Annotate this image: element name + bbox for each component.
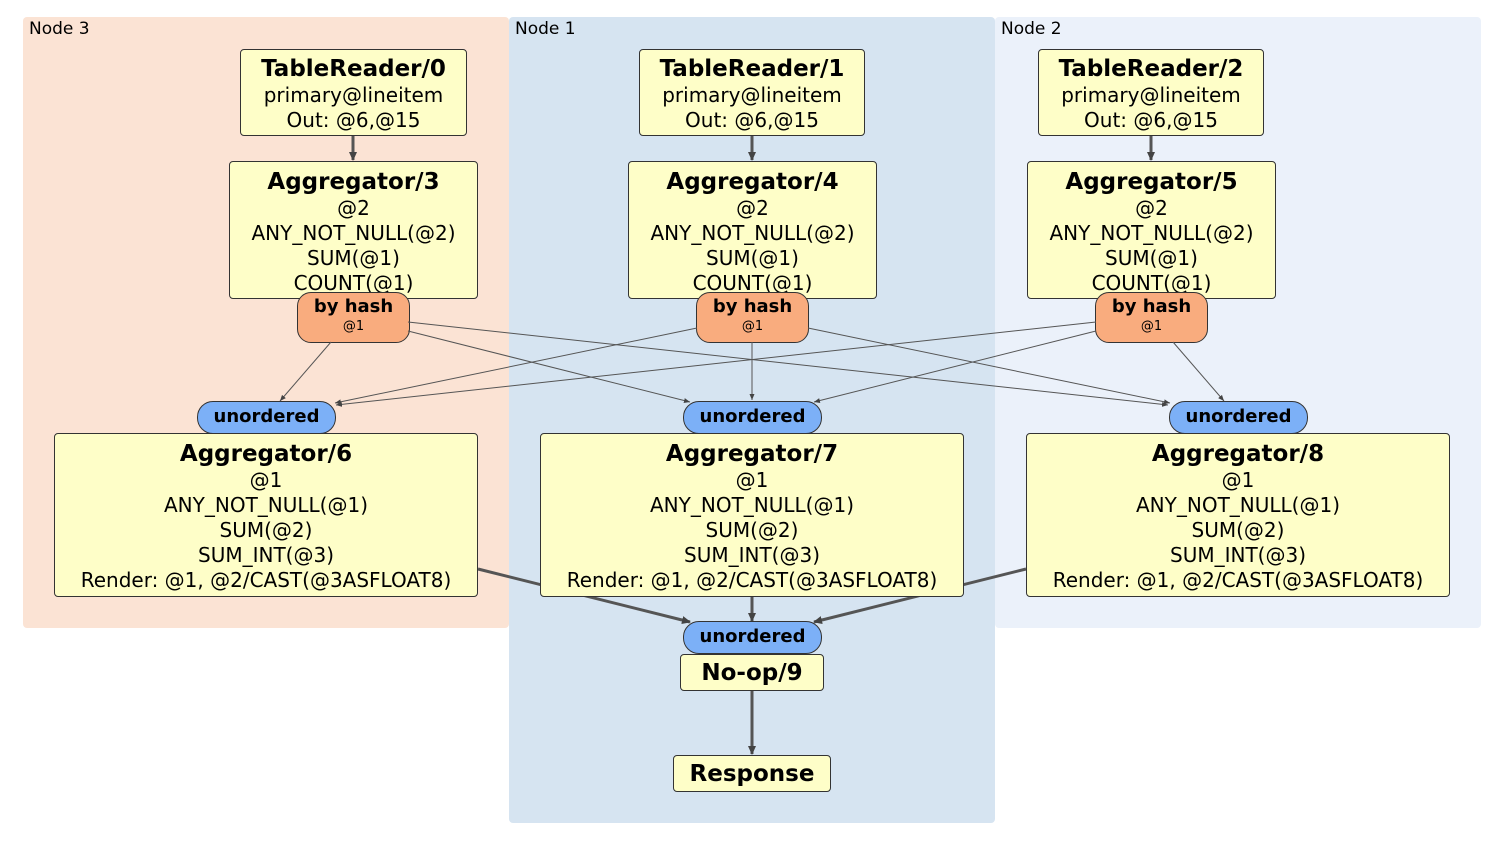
edge-r5-s8 [1172,341,1225,402]
router-hash-3-column: @1 [342,319,365,334]
aggregator-4-title: Aggregator/4 [666,169,839,195]
noop-9: No-op/9 [680,654,824,691]
aggregator-7-line: SUM_INT(@3) [684,543,820,567]
tablereader-2-title: TableReader/2 [1058,56,1244,82]
tablereader-2-line: primary@lineitem [1061,83,1241,107]
aggregator-6-line: Render: @1, @2/CAST(@3ASFLOAT8) [80,568,452,592]
node1-label: Node 1 [515,19,576,39]
tablereader-0-line: primary@lineitem [263,83,444,107]
response: Response [673,755,831,792]
sync-unordered-7: unordered [683,401,822,434]
router-hash-3: by hash @1 [297,292,410,343]
aggregator-7-line: @1 [735,468,769,492]
aggregator-7-line: ANY_NOT_NULL(@1) [650,493,854,517]
aggregator-4: Aggregator/4 @2 ANY_NOT_NULL(@2) SUM(@1)… [628,161,877,299]
router-hash-5-title: by hash [1111,296,1192,317]
aggregator-8-line: SUM_INT(@3) [1170,543,1306,567]
aggregator-7-line: SUM(@2) [705,518,799,542]
tablereader-2-line: Out: @6,@15 [1084,108,1218,132]
sync-unordered-6: unordered [197,401,336,434]
tablereader-1-line: Out: @6,@15 [685,108,819,132]
aggregator-5-line: @2 [1135,196,1168,220]
aggregator-6: Aggregator/6 @1 ANY_NOT_NULL(@1) SUM(@2)… [54,433,478,597]
tablereader-0-line: Out: @6,@15 [286,108,421,132]
aggregator-8-line: SUM(@2) [1191,518,1285,542]
aggregator-7-title: Aggregator/7 [665,441,839,467]
aggregator-7: Aggregator/7 @1 ANY_NOT_NULL(@1) SUM(@2)… [540,433,964,597]
tablereader-2: TableReader/2 primary@lineitem Out: @6,@… [1038,49,1264,136]
aggregator-3-line: ANY_NOT_NULL(@2) [251,221,456,245]
tablereader-1: TableReader/1 primary@lineitem Out: @6,@… [639,49,865,136]
node2-label: Node 2 [1001,19,1062,39]
aggregator-5-title: Aggregator/5 [1065,169,1238,195]
aggregator-5-line: ANY_NOT_NULL(@2) [1049,221,1254,245]
aggregator-4-line: @2 [736,196,769,220]
aggregator-8-title: Aggregator/8 [1151,441,1325,467]
aggregator-8: Aggregator/8 @1 ANY_NOT_NULL(@1) SUM(@2)… [1026,433,1450,597]
aggregator-6-title: Aggregator/6 [179,441,353,467]
aggregator-5-line: SUM(@1) [1105,246,1198,270]
edge-r3-s6 [279,341,332,402]
aggregator-8-line: Render: @1, @2/CAST(@3ASFLOAT8) [1052,568,1424,592]
edge-r4-s6 [334,327,698,405]
tablereader-0: TableReader/0 primary@lineitem Out: @6,@… [240,49,467,136]
aggregator-3-line: COUNT(@1) [293,271,414,295]
edge-r3-s8 [407,321,1169,407]
router-hash-4-column: @1 [741,319,764,334]
aggregator-3-line: @2 [337,196,370,220]
aggregator-4-line: ANY_NOT_NULL(@2) [650,221,855,245]
aggregator-4-line: SUM(@1) [706,246,799,270]
router-hash-5-column: @1 [1140,319,1163,334]
aggregator-6-line: SUM_INT(@3) [198,543,334,567]
aggregator-6-line: @1 [249,468,283,492]
router-hash-3-title: by hash [313,296,394,317]
tablereader-0-title: TableReader/0 [261,56,446,82]
aggregator-6-line: SUM(@2) [219,518,313,542]
aggregator-5-line: COUNT(@1) [1091,271,1212,295]
sync-unordered-8: unordered [1169,401,1308,434]
edge-r5-s6 [335,321,1097,407]
aggregator-6-line: ANY_NOT_NULL(@1) [164,493,368,517]
tablereader-1-line: primary@lineitem [662,83,842,107]
aggregator-4-line: COUNT(@1) [692,271,813,295]
edge-r3-s7 [407,330,691,403]
response-title: Response [689,760,815,787]
aggregator-3-title: Aggregator/3 [267,169,440,195]
aggregator-3-line: SUM(@1) [307,246,400,270]
aggregator-7-line: Render: @1, @2/CAST(@3ASFLOAT8) [566,568,938,592]
node3-label: Node 3 [29,19,90,39]
router-hash-4-title: by hash [712,296,793,317]
tablereader-1-title: TableReader/1 [659,56,845,82]
sync-unordered-9: unordered [683,621,822,654]
noop-9-title: No-op/9 [701,659,803,686]
edge-r5-s7 [813,330,1097,403]
router-hash-5: by hash @1 [1095,292,1208,343]
aggregator-8-line: ANY_NOT_NULL(@1) [1136,493,1340,517]
edge-r4-s8 [807,327,1171,405]
aggregator-8-line: @1 [1221,468,1255,492]
aggregator-3: Aggregator/3 @2 ANY_NOT_NULL(@2) SUM(@1)… [229,161,478,299]
aggregator-5: Aggregator/5 @2 ANY_NOT_NULL(@2) SUM(@1)… [1027,161,1276,299]
